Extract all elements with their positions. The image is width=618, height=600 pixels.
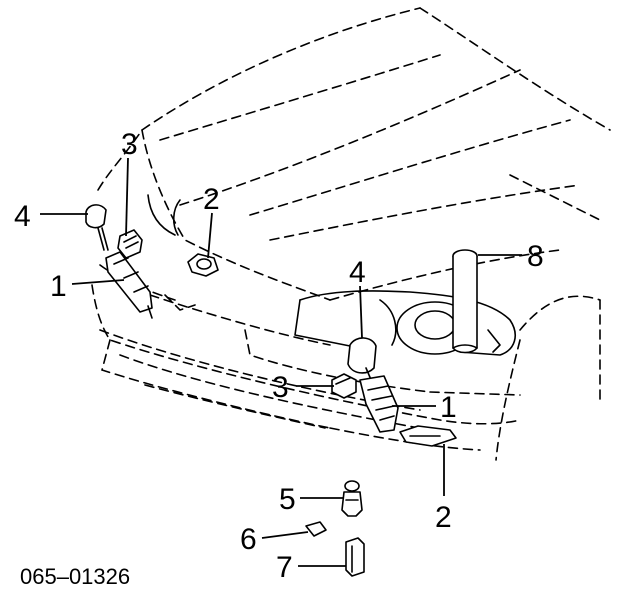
callout-7: 7 [276,551,293,584]
callout-3-top: 3 [121,128,138,161]
part-4-mid [347,337,377,383]
part-3-top-left [117,229,143,259]
callout-8: 8 [527,240,544,273]
vehicle-outline [91,7,611,461]
leader-lines [40,157,522,567]
part-7-block [345,537,365,577]
diagram-code: 065–01326 [20,564,130,589]
callout-1-left: 1 [50,270,67,303]
part-2-bottom [399,425,457,447]
part-5-clip [341,480,363,517]
part-4-left [85,204,109,251]
part-2-top [187,253,219,277]
callout-2-bottom: 2 [435,501,452,534]
callout-1-right: 1 [440,391,457,424]
callout-4-left: 4 [14,200,31,233]
part-1-right [359,375,399,433]
callout-3-mid: 3 [272,371,289,404]
callout-5: 5 [279,483,296,516]
callout-2-top: 2 [203,183,220,216]
part-1-left [105,251,153,319]
callout-4-mid: 4 [349,256,366,289]
part-6-clip [305,521,327,537]
part-8-tube [452,249,478,354]
callout-6: 6 [240,523,257,556]
part-3-mid [331,373,357,399]
